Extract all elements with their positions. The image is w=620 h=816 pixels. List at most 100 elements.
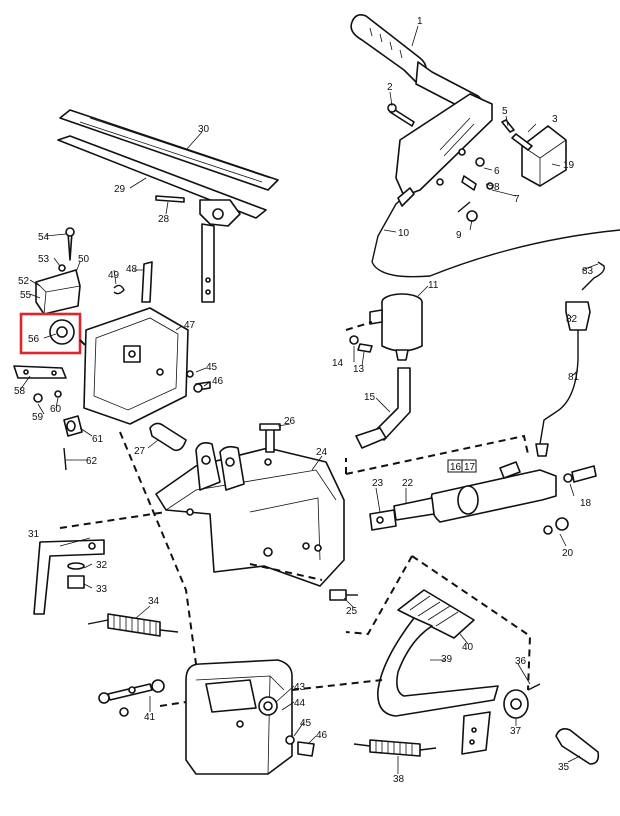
pedal-pad-40 <box>397 589 475 639</box>
callout-7: 7 <box>514 194 520 205</box>
bracket-24 <box>155 447 345 587</box>
housing-edges <box>195 675 285 775</box>
cylinder-ring <box>457 485 479 515</box>
callout-20: 20 <box>562 548 574 559</box>
callout-33: 33 <box>96 584 108 595</box>
callout-38: 38 <box>393 774 405 785</box>
housing-assembly <box>83 261 189 425</box>
pedal-lower-arm <box>461 711 491 755</box>
bracket-hole <box>302 542 310 550</box>
callout-30: 30 <box>198 124 210 135</box>
cable-end <box>397 187 415 207</box>
bushing-hole <box>263 701 273 711</box>
nut <box>119 707 129 717</box>
washer <box>475 157 485 167</box>
hose <box>373 367 411 441</box>
nut <box>128 686 136 694</box>
brake-pedal <box>377 589 600 765</box>
bracket-slot <box>439 117 475 157</box>
switch-bracket <box>521 125 567 187</box>
housing-inner <box>93 317 179 411</box>
reservoir-tab <box>369 309 383 325</box>
hole <box>51 370 57 376</box>
callout-16: 16 <box>450 462 462 473</box>
link-rod-41 <box>98 679 165 717</box>
bracket-hole <box>88 542 96 550</box>
washer-60 <box>54 390 62 398</box>
switch-block <box>35 269 81 315</box>
callout-29: 29 <box>114 184 126 195</box>
callout-13: 13 <box>353 364 365 375</box>
cylinder-port <box>499 461 521 479</box>
callout-59: 59 <box>32 412 44 423</box>
callout-53: 53 <box>38 254 50 265</box>
callout-2: 2 <box>387 82 393 93</box>
highlight-box <box>19 312 82 355</box>
callout-9: 9 <box>456 230 462 241</box>
callout-36: 36 <box>515 656 527 667</box>
arm-hole <box>205 277 211 283</box>
ear-right <box>219 445 245 491</box>
callout-58: 58 <box>14 386 26 397</box>
pin-27 <box>149 422 187 452</box>
switch-assembly <box>501 119 567 187</box>
callout-18: 18 <box>580 498 592 509</box>
callout-46-lower: 46 <box>316 730 328 741</box>
line-83 <box>581 261 605 291</box>
callout-40: 40 <box>462 642 474 653</box>
dash-line <box>249 563 323 581</box>
master-cylinder <box>369 461 597 535</box>
callout-37: 37 <box>510 726 522 737</box>
spring-coil <box>369 739 421 757</box>
screw-head <box>65 227 75 237</box>
spring-turns <box>113 615 157 636</box>
spring-38 <box>353 739 437 757</box>
callout-11: 11 <box>428 280 439 291</box>
spring-34 <box>87 613 179 637</box>
callout-60: 60 <box>50 404 62 415</box>
washer <box>486 182 494 190</box>
bolt-9 <box>457 201 471 213</box>
callout-25: 25 <box>346 606 358 617</box>
hand-lever-assembly <box>350 14 493 197</box>
callout-23: 23 <box>372 478 384 489</box>
washer-45 <box>186 370 194 378</box>
callout-81: 81 <box>568 372 580 383</box>
dash-line <box>59 511 167 529</box>
arm-hole <box>469 739 475 745</box>
callout-45-lower: 45 <box>300 718 312 729</box>
callout-26: 26 <box>284 416 296 427</box>
hose-fitting <box>355 427 387 449</box>
bracket-hole <box>264 458 272 466</box>
nut <box>466 210 478 222</box>
spring-hook <box>159 629 179 633</box>
part-56 <box>19 312 82 355</box>
callout-39: 39 <box>441 654 453 665</box>
screw-46 <box>297 741 315 757</box>
bolt-head-26 <box>259 423 281 431</box>
fitting-82 <box>565 301 591 331</box>
spring-hook <box>419 747 437 751</box>
hand-grip <box>350 14 428 85</box>
small-parts-left <box>13 365 83 471</box>
bracket-58 <box>13 365 67 379</box>
callout-1: 1 <box>417 16 423 27</box>
bracket-hole <box>263 547 273 557</box>
callout-43: 43 <box>294 682 306 693</box>
arm-hole <box>471 727 477 733</box>
dash-line <box>79 339 87 347</box>
callout-24: 24 <box>316 447 328 458</box>
callout-55: 55 <box>20 290 32 301</box>
callout-44: 44 <box>294 698 306 709</box>
ear-hole <box>201 455 211 465</box>
bolt-26 <box>265 427 275 453</box>
reservoir-body <box>381 302 423 352</box>
callout-22: 22 <box>402 478 414 489</box>
brake-line <box>535 261 605 457</box>
callout-83: 83 <box>582 266 594 277</box>
pad-ridges <box>409 595 459 627</box>
callout-32: 32 <box>96 560 108 571</box>
callout-15: 15 <box>364 392 376 403</box>
cable-sweep <box>371 229 620 278</box>
